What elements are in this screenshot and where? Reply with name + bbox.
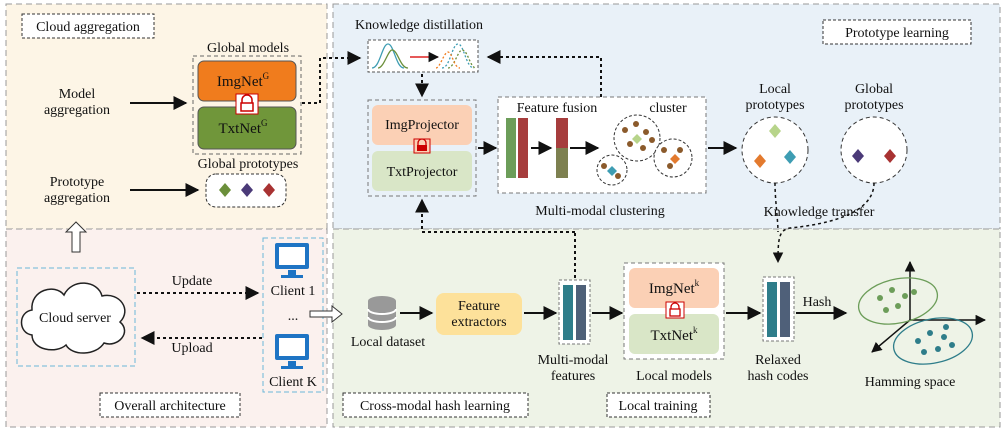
upload-label: Upload (171, 341, 212, 356)
imgnet-local-box (629, 268, 719, 308)
txt-projector-label: TxtProjector (387, 165, 458, 180)
txtnet-local-box (629, 314, 719, 354)
hamming-cluster-green (857, 277, 939, 325)
img-projector-label: ImgProjector (385, 118, 459, 133)
feature-extractors-box (436, 293, 522, 335)
feature-bar-teal (563, 285, 573, 340)
feature-extractors-l1: Feature (458, 299, 500, 314)
hamming-space-label: Hamming space (865, 375, 956, 390)
local-prototypes-l2: prototypes (745, 98, 804, 113)
local-prototypes-l1: Local (759, 82, 791, 97)
overall-architecture-label: Overall architecture (114, 399, 226, 414)
imgnet-global-text: ImgNet (217, 74, 264, 90)
monitor-icon (275, 334, 309, 369)
lock-icon (235, 93, 259, 115)
hash-bar-teal (767, 282, 777, 337)
local-training-label: Local training (619, 399, 698, 414)
client-k-label: Client K (269, 375, 317, 390)
imgnet-local-text: ImgNet (649, 281, 696, 297)
global-prototypes-l1: Global (855, 82, 893, 97)
hash-bar-slate (780, 282, 790, 337)
gaussian-curves-icon (371, 43, 477, 69)
local-models-label: Local models (636, 369, 712, 384)
model-aggregation-l2: aggregation (44, 103, 110, 118)
monitor-icon (275, 243, 309, 278)
global-prototypes-l2: prototypes (844, 98, 903, 113)
model-aggregation-l1: Model (59, 87, 96, 102)
global-prototypes-small-title: Global prototypes (198, 157, 299, 172)
multimodal-features-l2: features (551, 369, 595, 384)
feature-extractors-l2: extractors (451, 315, 506, 330)
knowledge-distillation-label: Knowledge distillation (355, 18, 483, 33)
database-icon (367, 296, 397, 330)
svg-text:TxtNetG: TxtNetG (219, 118, 269, 137)
global-sup: G (263, 71, 270, 81)
txtnet-global-text: TxtNet (219, 121, 262, 137)
relaxed-hash-l2: hash codes (747, 369, 808, 384)
knowledge-transfer-label: Knowledge transfer (764, 205, 875, 220)
svg-text:ImgNetG: ImgNetG (217, 71, 270, 90)
client-1-label: Client 1 (271, 284, 316, 299)
lock-icon (413, 138, 431, 154)
cloud-server-label: Cloud server (39, 311, 111, 326)
prototype-aggregation-l2: aggregation (44, 191, 110, 206)
txt-projector-box (372, 151, 472, 191)
local-dataset-label: Local dataset (351, 335, 425, 350)
global-models-title: Global models (207, 41, 289, 56)
hamming-space-axes (871, 260, 987, 353)
hash-label: Hash (803, 295, 832, 310)
prototype-learning-label: Prototype learning (845, 26, 949, 41)
cloud-aggregation-label: Cloud aggregation (36, 20, 140, 35)
hollow-right-arrow (309, 304, 343, 324)
cluster-label: cluster (649, 101, 687, 116)
hollow-up-arrow (64, 221, 88, 253)
txtnet-local-text: TxtNet (651, 328, 694, 344)
global-sup-2: G (261, 118, 268, 128)
feature-fusion-label: Feature fusion (517, 101, 597, 116)
multimodal-clustering-label: Multi-modal clustering (535, 204, 664, 219)
hamming-cluster-blue (892, 317, 974, 365)
clients-ellipsis: ... (288, 309, 299, 324)
global-prototypes-circle (840, 116, 908, 184)
cloud-icon (20, 282, 126, 354)
update-label: Update (172, 274, 212, 289)
multimodal-features-l1: Multi-modal (538, 353, 609, 368)
lock-icon (665, 301, 685, 319)
svg-text:TxtNetk: TxtNetk (651, 325, 699, 344)
cross-modal-label: Cross-modal hash learning (360, 399, 510, 414)
img-projector-box (372, 105, 472, 145)
local-sup: k (695, 278, 700, 288)
svg-text:ImgNetk: ImgNetk (649, 278, 700, 297)
prototype-aggregation-l1: Prototype (50, 175, 104, 190)
feature-bar-slate (576, 285, 586, 340)
local-sup-2: k (693, 325, 698, 335)
relaxed-hash-l1: Relaxed (755, 353, 801, 368)
